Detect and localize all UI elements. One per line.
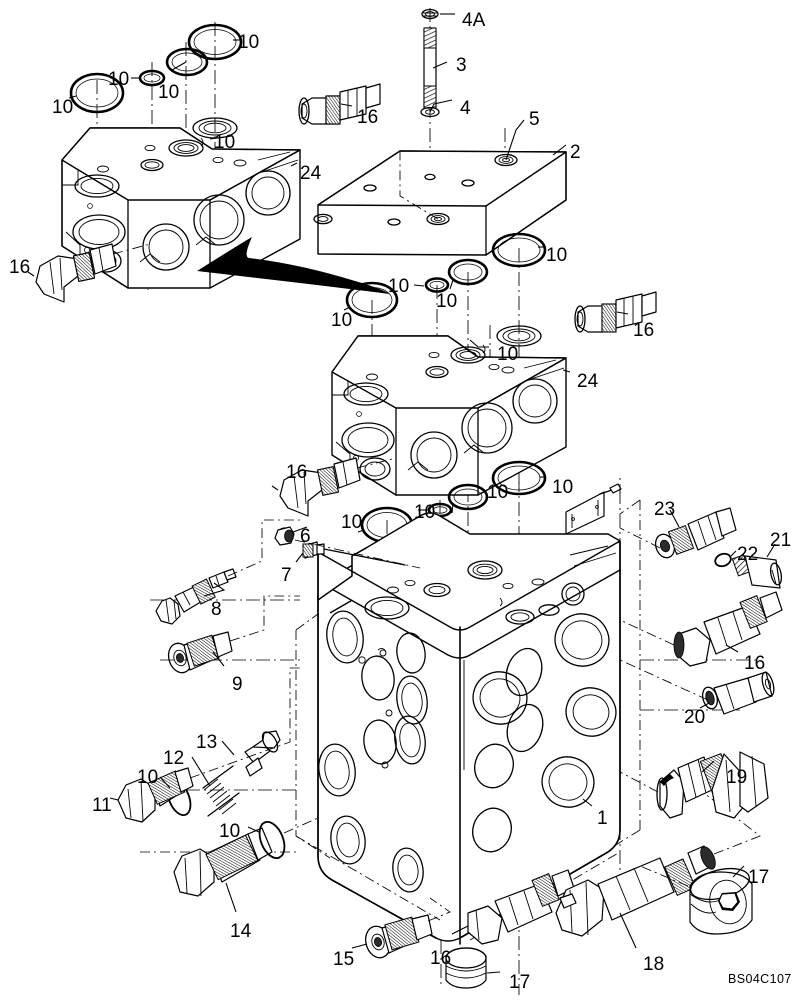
callout-10: 10 — [214, 132, 236, 153]
callout-15: 15 — [333, 949, 355, 970]
ports-top-main — [364, 560, 585, 625]
ports-top-middle — [343, 325, 542, 406]
callout-12: 12 — [163, 748, 185, 769]
callout-10: 10 — [331, 310, 353, 331]
callout-10: 10 — [52, 97, 74, 118]
leaders-top — [68, 39, 298, 167]
callout-10: 10 — [414, 502, 436, 523]
callout-20: 20 — [684, 707, 706, 728]
callout-4A: 4A — [462, 10, 486, 31]
stud-assembly — [420, 8, 455, 118]
fitting-bottom-center — [451, 869, 575, 945]
part-14 — [173, 817, 319, 913]
fitting-left-upper — [27, 243, 151, 303]
callout-10: 10 — [158, 82, 180, 103]
callout-14: 14 — [230, 921, 252, 942]
part-17-bottom-right — [639, 865, 753, 935]
callout-13: 13 — [196, 732, 218, 753]
callout-16: 16 — [430, 948, 452, 969]
assembly-arrow — [197, 237, 390, 294]
callout-10: 10 — [238, 32, 260, 53]
callout-10: 10 — [546, 245, 568, 266]
ports-front-middle — [341, 378, 558, 481]
part-18 — [555, 789, 761, 949]
callout-10: 10 — [108, 69, 130, 90]
callout-2: 2 — [570, 142, 581, 163]
callout-22: 22 — [737, 544, 759, 565]
part-19 — [619, 751, 769, 819]
callout-16: 16 — [9, 257, 31, 278]
fitting-right — [619, 591, 783, 667]
callout-7: 7 — [281, 565, 292, 586]
callout-11: 11 — [92, 795, 112, 816]
callout-23: 23 — [654, 499, 676, 520]
callout-16: 16 — [744, 653, 766, 674]
callout-24: 24 — [300, 163, 322, 184]
callout-10: 10 — [497, 344, 519, 365]
valve-section-middle — [331, 325, 571, 496]
callout-10: 10 — [487, 482, 509, 503]
callout-9: 9 — [232, 674, 243, 695]
drawing-number: BS04C107 — [728, 972, 792, 986]
callout-6: 6 — [300, 526, 311, 547]
part-8-relief-valve — [155, 519, 300, 625]
callout-16: 16 — [286, 462, 308, 483]
callout-8: 8 — [211, 599, 222, 620]
callout-5: 5 — [529, 109, 540, 130]
part-20 — [619, 659, 775, 715]
ports-top — [74, 117, 247, 198]
callout-16: 16 — [357, 107, 379, 128]
part-21-22 — [714, 543, 783, 589]
callout-10: 10 — [137, 767, 159, 788]
ports-right-face — [463, 613, 617, 853]
callout-16: 16 — [633, 320, 655, 341]
callout-3: 3 — [456, 55, 467, 76]
callout-19: 19 — [726, 767, 748, 788]
callout-10: 10 — [219, 821, 241, 842]
callout-10: 10 — [341, 512, 363, 533]
part-11-12-13 — [109, 667, 300, 823]
callout-18: 18 — [643, 954, 665, 975]
o-rings-middle-section — [345, 232, 547, 319]
part-9-plug-valve — [167, 595, 300, 674]
callout-10: 10 — [388, 276, 410, 297]
leaders-middle-orings — [343, 246, 544, 348]
callout-17: 17 — [509, 972, 531, 993]
end-cover-plate — [313, 119, 567, 256]
fitting-middle-left — [271, 457, 397, 517]
part-23 — [619, 507, 737, 559]
callout-10: 10 — [436, 291, 458, 312]
valve-body-main — [317, 512, 621, 945]
callout-17: 17 — [748, 867, 770, 888]
ports-left-face — [318, 610, 428, 893]
callout-10: 10 — [552, 477, 574, 498]
leaders-main-orings — [357, 476, 545, 533]
callout-24: 24 — [577, 371, 599, 392]
fitting-top-right — [298, 83, 381, 125]
tag-plate — [565, 478, 622, 535]
fitting-middle-right — [574, 291, 657, 333]
part-15 — [351, 897, 451, 959]
spring-coils — [202, 765, 240, 817]
part-17-bottom-center — [445, 947, 501, 989]
part-6-7 — [274, 526, 421, 569]
o-rings-top-section — [69, 23, 243, 114]
callout-21: 21 — [770, 530, 792, 551]
callout-1: 1 — [597, 808, 608, 829]
callout-4: 4 — [460, 98, 471, 119]
